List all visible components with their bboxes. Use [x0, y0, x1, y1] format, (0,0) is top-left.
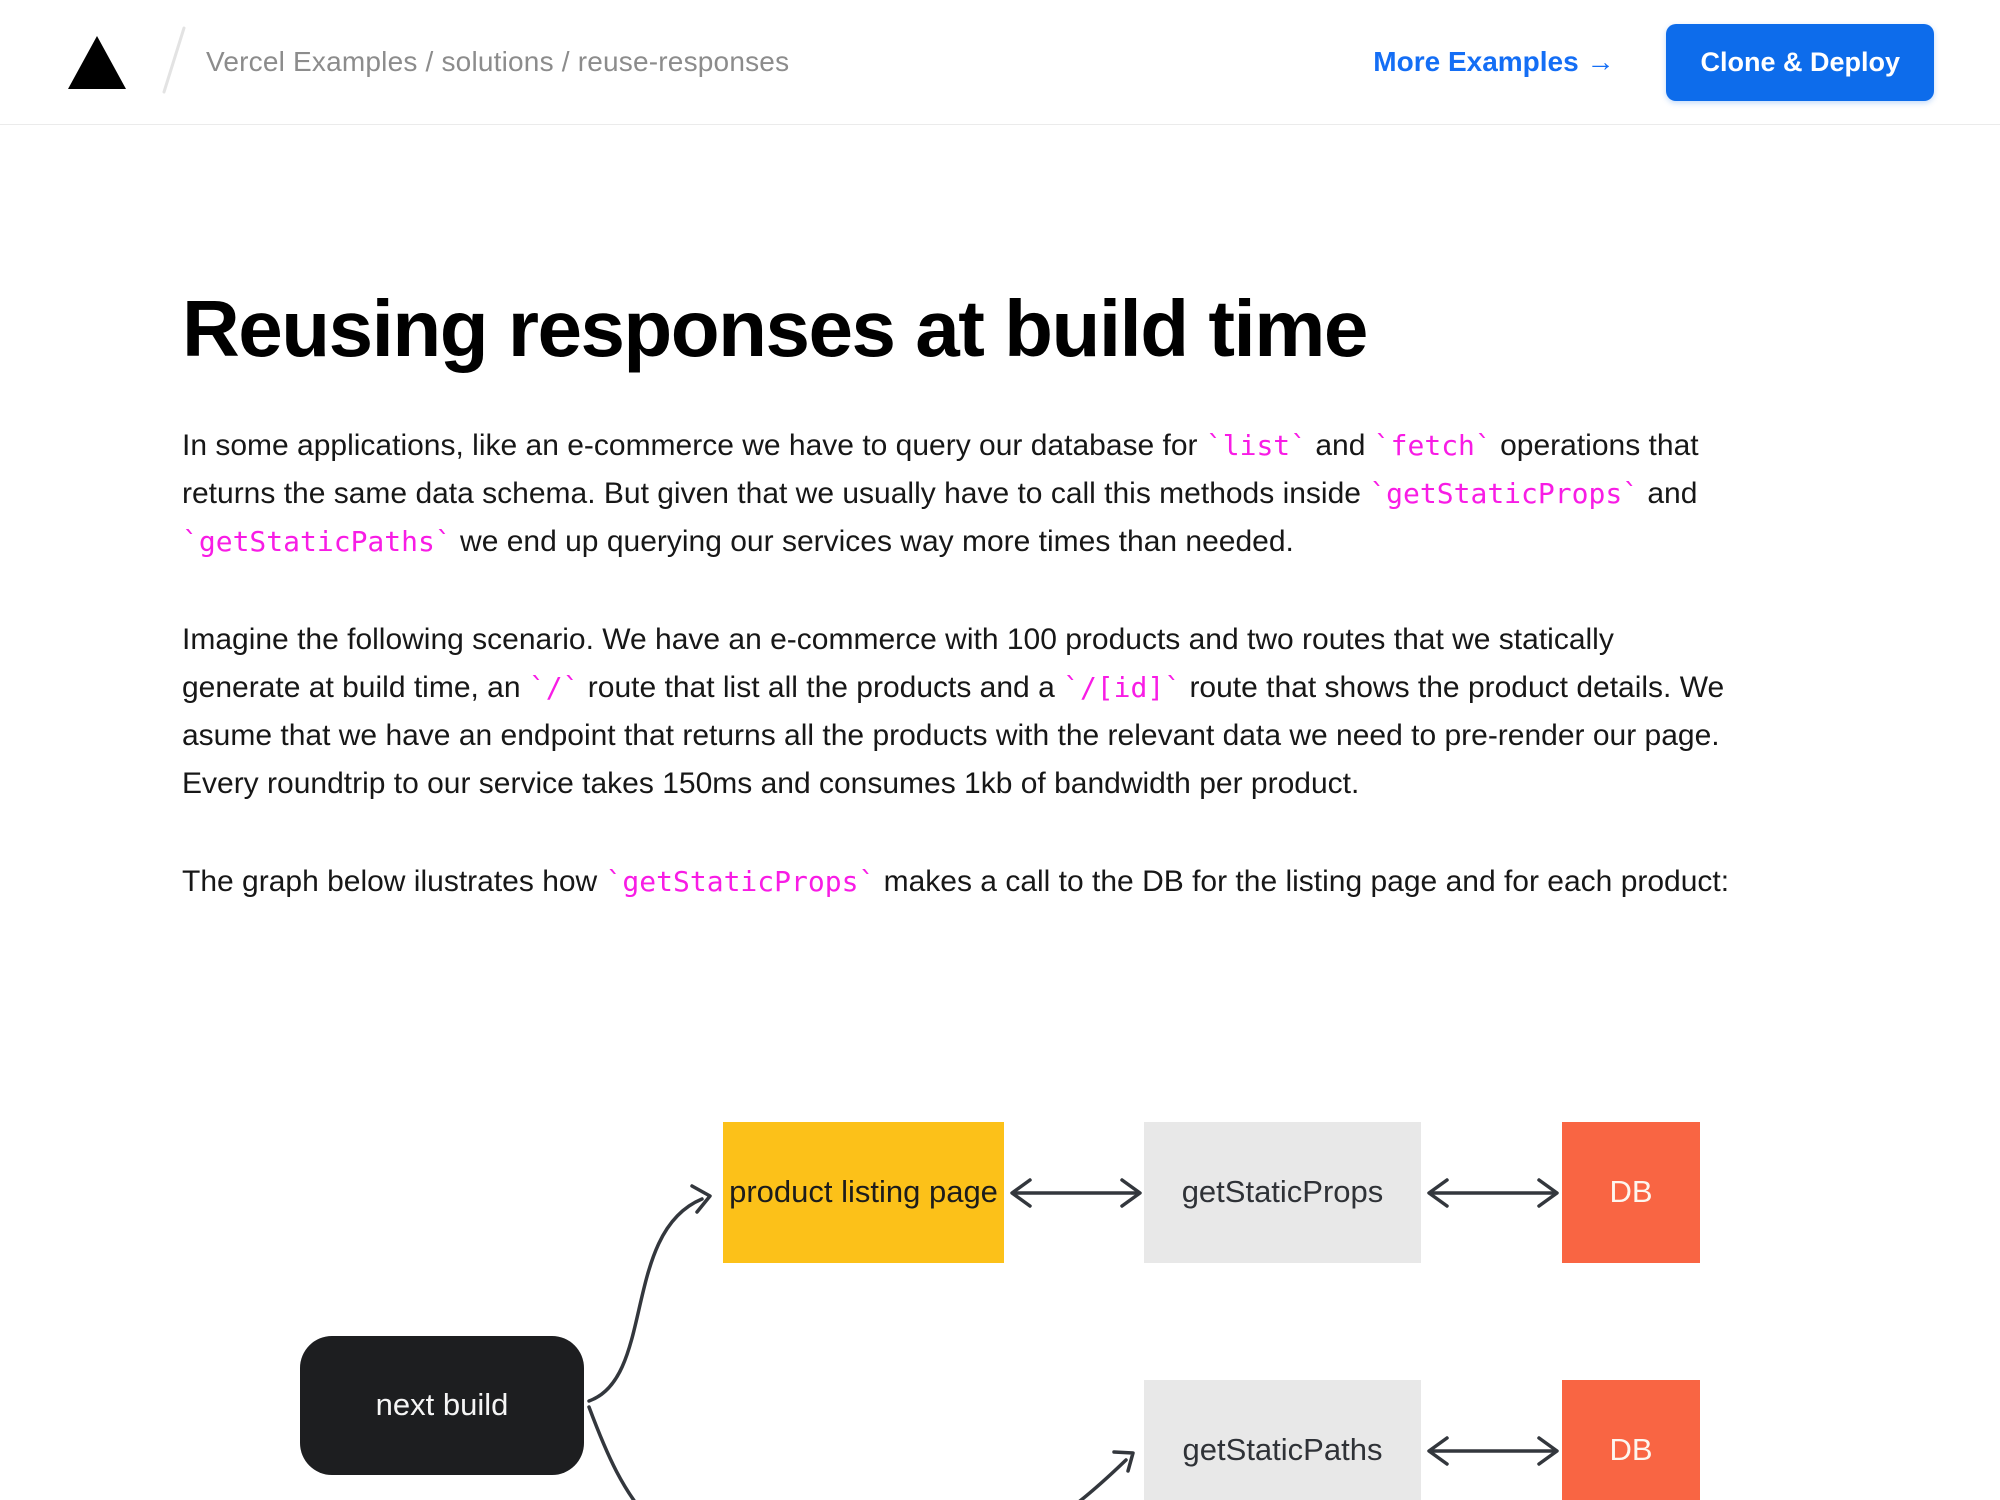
breadcrumb[interactable]: Vercel Examples / solutions / reuse-resp… — [206, 46, 790, 77]
paragraph: In some applications, like an e-commerce… — [182, 422, 1740, 566]
diagram-node-get-static-props: getStaticProps — [1144, 1122, 1421, 1263]
paragraph-text: and — [1639, 476, 1698, 510]
inline-code: `/` — [528, 670, 580, 704]
paragraph-text: and — [1307, 428, 1374, 462]
paragraph: The graph below ilustrates how `getStati… — [182, 858, 1740, 906]
flow-arrows — [587, 1178, 1559, 1500]
article: Reusing responses at build time In some … — [0, 283, 1745, 906]
paragraph-text: route that shows the product details. We… — [182, 670, 1725, 800]
inline-code: `getStaticProps` — [605, 864, 876, 898]
diagram-node-next-build: next build — [300, 1336, 584, 1475]
inline-code: `fetch` — [1373, 428, 1492, 462]
inline-code: `getStaticProps` — [1369, 476, 1640, 510]
top-navigation-bar: Vercel Examples / solutions / reuse-resp… — [0, 0, 2000, 125]
header-actions: More Examples → Clone & Deploy — [1373, 23, 1934, 101]
paragraph-text: In some applications, like an e-commerce… — [182, 428, 1206, 462]
inline-code: `list` — [1205, 428, 1308, 462]
article-body: In some applications, like an e-commerce… — [182, 422, 1745, 906]
diagram-node-product-listing-page: product listing page — [723, 1122, 1004, 1263]
more-examples-link[interactable]: More Examples → — [1373, 46, 1615, 77]
page-title: Reusing responses at build time — [182, 284, 1368, 373]
clone-deploy-button[interactable]: Clone & Deploy — [1666, 23, 1934, 101]
paragraph-text: we end up querying our services way more… — [451, 524, 1294, 558]
paragraph-text: route that list all the products and a — [579, 670, 1064, 704]
slash-divider-icon — [160, 24, 188, 101]
inline-code: `getStaticPaths` — [182, 524, 452, 558]
paragraph: Imagine the following scenario. We have … — [182, 616, 1740, 808]
vercel-triangle-icon[interactable] — [68, 35, 126, 89]
paragraph-text: makes a call to the DB for the listing p… — [875, 864, 1730, 898]
diagram-node-db-top: DB — [1562, 1122, 1700, 1263]
paragraph-text: Imagine the following scenario. We have … — [182, 622, 1614, 704]
inline-code: `/[id]` — [1063, 670, 1182, 704]
paragraph-text: operations that returns the same data sc… — [182, 428, 1699, 510]
paragraph-text: The graph below ilustrates how — [182, 864, 606, 898]
diagram-image: next build product listing page getStati… — [0, 1080, 2000, 1500]
diagram-node-get-static-paths: getStaticPaths — [1144, 1380, 1421, 1500]
diagram-node-db-bottom: DB — [1562, 1380, 1700, 1500]
